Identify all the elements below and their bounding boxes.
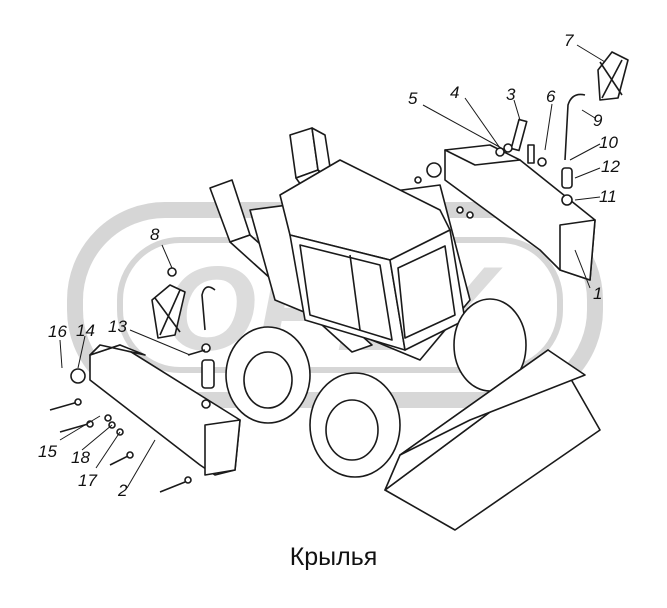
diagram-caption: Крылья bbox=[289, 543, 378, 571]
callout-2: 2 bbox=[118, 481, 128, 500]
loader-frame bbox=[209, 127, 471, 361]
wheel-front-left bbox=[309, 372, 401, 478]
fender-2 bbox=[89, 344, 241, 476]
bolts-and-nuts bbox=[49, 118, 573, 493]
callout-4: 4 bbox=[450, 83, 460, 102]
callout-15: 15 bbox=[38, 442, 57, 461]
callout-8: 8 bbox=[150, 225, 160, 244]
callout-11: 11 bbox=[599, 187, 617, 206]
callout-9: 9 bbox=[593, 111, 603, 130]
mirror-8 bbox=[151, 284, 186, 339]
callout-18: 18 bbox=[71, 448, 90, 467]
callout-3: 3 bbox=[506, 85, 516, 104]
callout-16: 16 bbox=[48, 322, 67, 341]
spring-12 bbox=[561, 167, 573, 189]
callout-5: 5 bbox=[408, 89, 418, 108]
mirror-bracket-9 bbox=[564, 93, 586, 161]
callout-17: 17 bbox=[78, 471, 97, 490]
callout-13: 13 bbox=[108, 317, 127, 336]
callout-10: 10 bbox=[599, 133, 618, 152]
callout-1: 1 bbox=[593, 284, 603, 303]
callout-14: 14 bbox=[76, 321, 95, 340]
callout-12: 12 bbox=[601, 157, 620, 176]
leader-lines bbox=[59, 44, 606, 489]
mirror-7 bbox=[597, 51, 629, 101]
wheel-rear bbox=[225, 326, 311, 424]
spring-left bbox=[201, 359, 215, 389]
callout-6: 6 bbox=[546, 87, 556, 106]
mirror-bracket-left bbox=[201, 286, 216, 331]
fender-1 bbox=[444, 144, 596, 281]
callout-7: 7 bbox=[564, 31, 574, 50]
bucket bbox=[384, 349, 601, 531]
